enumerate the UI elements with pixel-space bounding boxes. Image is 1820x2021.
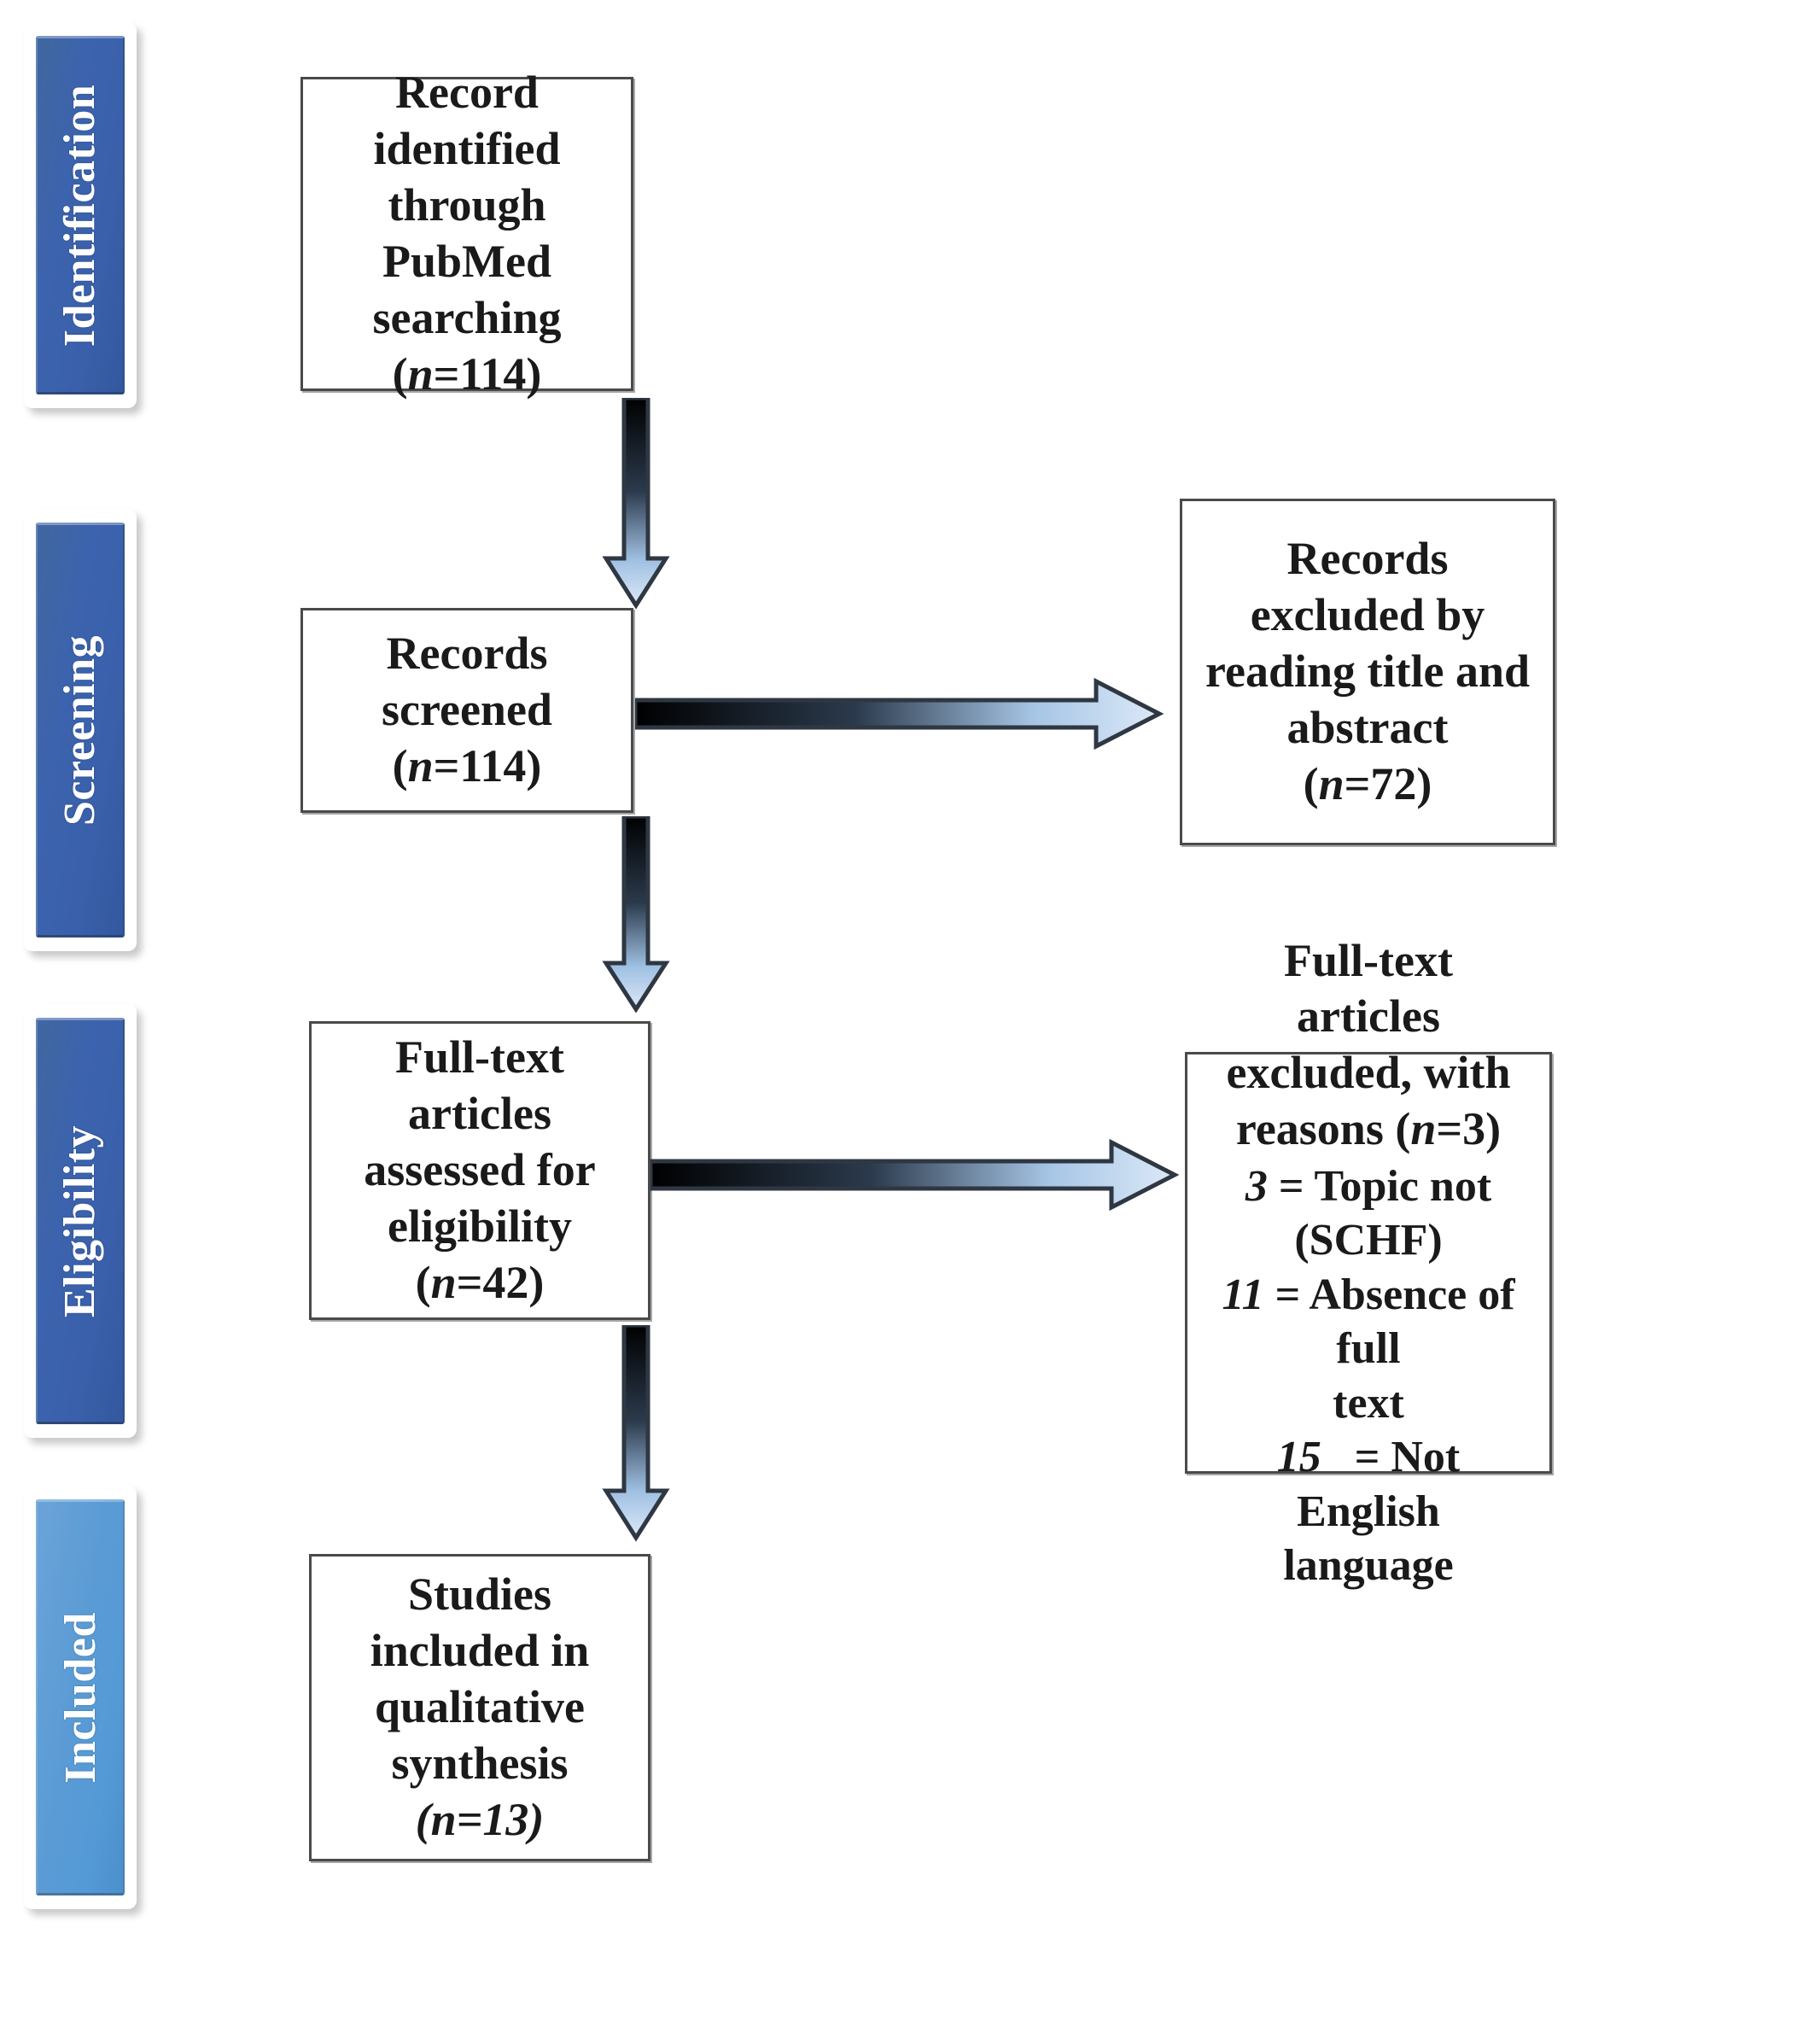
box-records-screened-text: Records screened (n=114) — [303, 626, 631, 795]
exclusion-reason-list: 3 = Topic not (SCHF) 11 = Absence of ful… — [1210, 1159, 1527, 1593]
box-records-identified-count: (n=114) — [392, 348, 542, 400]
arrow-fulltext-to-included — [598, 1323, 674, 1542]
box-records-screened-count: (n=114) — [392, 739, 542, 791]
exclusion-reason-item: 3 = Topic not (SCHF) — [1210, 1159, 1527, 1268]
reason-text: = Not English — [1297, 1433, 1461, 1536]
box-fulltext-excluded-line3: reasons (n=3) — [1235, 1103, 1502, 1155]
stage-bar-identification: Identification — [24, 22, 137, 408]
stage-bar-included-fill: Included — [36, 1499, 125, 1895]
arrow-screened-to-fulltext — [598, 814, 674, 1013]
box-fulltext-assessed: Full-text articles assessed for eligibil… — [309, 1021, 650, 1320]
arrow-identified-to-screened — [598, 395, 674, 610]
arrow-down-icon — [602, 814, 670, 1013]
box-fulltext-excluded-line2: excluded, with — [1226, 1047, 1511, 1099]
box-records-excluded-line3: abstract — [1286, 701, 1449, 753]
reason-count: 3 — [1245, 1162, 1268, 1211]
exclusion-reason-item: 11 = Absence of full — [1210, 1268, 1527, 1376]
n-italic: n — [407, 348, 434, 400]
n-italic: n — [407, 739, 434, 791]
stage-label-screening: Screening — [55, 634, 105, 826]
box-studies-included-line1: Studies included in — [370, 1568, 590, 1677]
box-records-identified-line1: Record identified — [373, 67, 561, 175]
reason-text: text — [1333, 1378, 1404, 1428]
n-italic: n — [1318, 757, 1345, 809]
arrow-down-icon — [602, 395, 670, 610]
stage-label-eligibility: Eligibility — [55, 1124, 105, 1317]
stage-bar-screening-fill: Screening — [36, 523, 125, 937]
stage-bar-eligibility-fill: Eligibility — [36, 1018, 125, 1424]
reason-text: = Absence of full — [1275, 1270, 1515, 1374]
reason-text: = Topic not (SCHF) — [1278, 1162, 1492, 1265]
exclusion-reason-item: language — [1210, 1539, 1527, 1592]
reason-count: 11 — [1222, 1270, 1264, 1319]
n-italic: n — [430, 1793, 457, 1845]
box-fulltext-assessed-text: Full-text articles assessed for eligibil… — [312, 1030, 648, 1311]
box-studies-included-count: (n=13) — [415, 1793, 545, 1845]
box-studies-included: Studies included in qualitative synthesi… — [309, 1554, 650, 1861]
box-records-excluded-line2: reading title and — [1205, 645, 1531, 698]
stage-bar-identification-fill: Identification — [36, 36, 125, 394]
stage-bar-eligibility: Eligibility — [24, 1004, 137, 1438]
arrow-screened-to-excluded — [633, 675, 1164, 753]
box-records-excluded-count: (n=72) — [1303, 757, 1432, 809]
reason-count: 15 — [1276, 1433, 1321, 1482]
arrow-down-icon — [602, 1323, 670, 1542]
box-fulltext-excluded-reasons: Full-text articles excluded, with reason… — [1185, 935, 1552, 1590]
box-studies-included-text: Studies included in qualitative synthesi… — [312, 1567, 648, 1848]
box-fulltext-assessed-line1: Full-text articles — [395, 1031, 564, 1140]
box-records-excluded-line1: Records excluded by — [1250, 533, 1485, 641]
box-records-identified-line2: through PubMed — [382, 179, 552, 287]
reason-text: language — [1283, 1541, 1454, 1591]
n-italic: n — [1410, 1103, 1437, 1155]
n-italic: n — [430, 1256, 457, 1308]
arrow-fulltext-to-excluded — [648, 1136, 1180, 1214]
arrow-right-icon — [633, 677, 1164, 751]
box-records-excluded-title-abstract: Records excluded by reading title and ab… — [1180, 499, 1555, 845]
arrow-right-icon — [648, 1138, 1180, 1212]
box-records-screened-line1: Records screened — [382, 628, 552, 736]
box-fulltext-assessed-line2: assessed for eligibility — [364, 1144, 596, 1252]
box-fulltext-excluded-reasons-text: Full-text articles excluded, with reason… — [1187, 933, 1549, 1593]
box-fulltext-excluded-line1: Full-text articles — [1284, 934, 1453, 1043]
box-studies-included-line2: qualitative synthesis — [374, 1681, 585, 1789]
stage-bar-included: Included — [24, 1486, 137, 1909]
exclusion-reason-item: 15 = Not English — [1210, 1430, 1527, 1539]
box-records-screened: Records screened (n=114) — [300, 608, 633, 813]
stage-label-identification: Identification — [55, 84, 105, 347]
stage-label-included: Included — [55, 1611, 105, 1784]
exclusion-reason-item: text — [1210, 1376, 1527, 1430]
box-records-excluded-title-abstract-text: Records excluded by reading title and ab… — [1182, 531, 1553, 812]
box-records-identified-line3: searching — [372, 291, 562, 343]
box-records-identified-text: Record identified through PubMed searchi… — [303, 65, 631, 402]
box-fulltext-assessed-count: (n=42) — [415, 1256, 545, 1308]
box-records-identified: Record identified through PubMed searchi… — [300, 67, 633, 400]
stage-bar-screening: Screening — [24, 509, 137, 951]
